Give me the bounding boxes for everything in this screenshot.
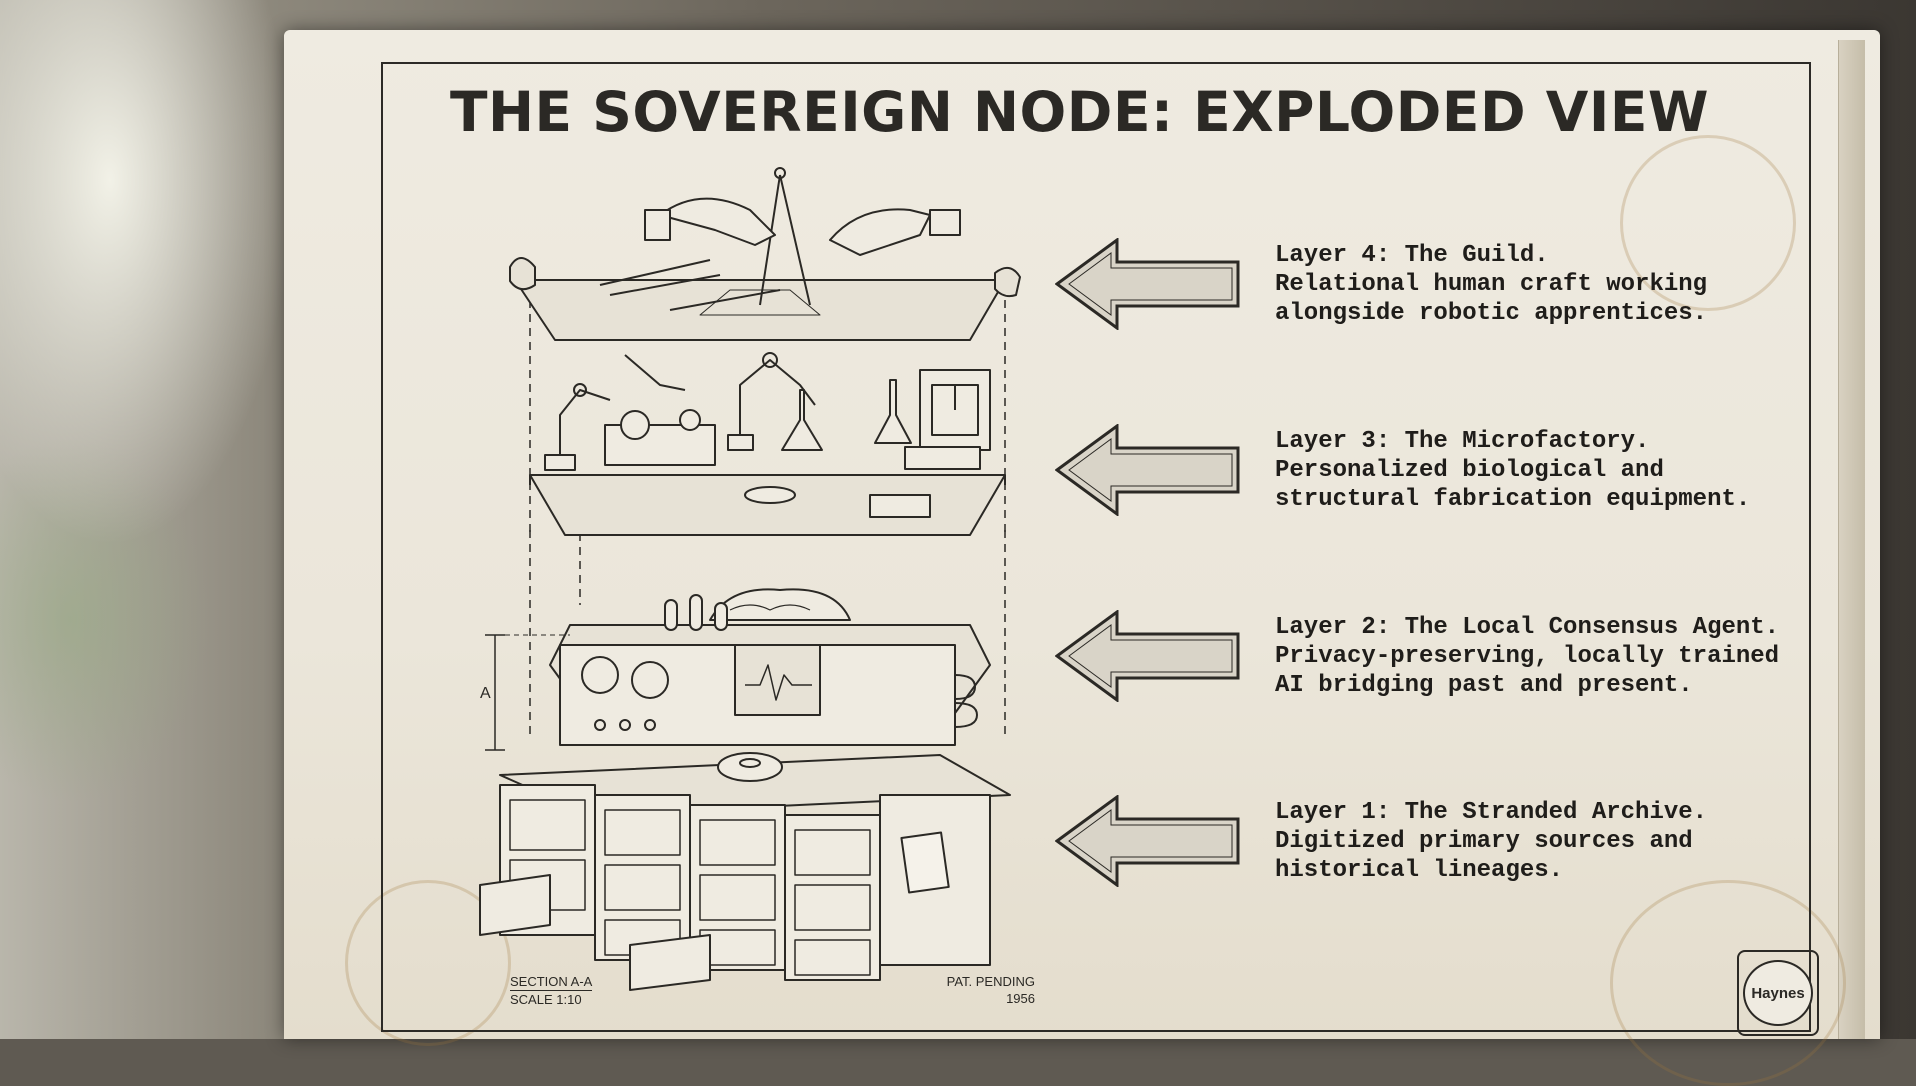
- robot-arm-icon: [544, 352, 816, 471]
- patent-label: PAT. PENDING: [946, 974, 1035, 989]
- drawing-frame: [381, 62, 1811, 1032]
- drafting-hands-icon: [509, 167, 1021, 341]
- arrow-left-icon: [1055, 795, 1240, 887]
- layer-line: Privacy-preserving, locally trained: [1275, 643, 1780, 670]
- layer-4-description: Layer 4: The Guild. Relational human cra…: [1275, 241, 1707, 328]
- haynes-logo: Haynes: [1737, 950, 1819, 1036]
- layer-line: alongside robotic apprentices.: [1275, 300, 1708, 327]
- brain-console-icon: [549, 588, 991, 746]
- layer-heading: Layer 1: The Stranded Archive.: [1275, 799, 1708, 826]
- arrow-left-icon: [1055, 610, 1240, 702]
- film-reel-icon: [717, 752, 783, 782]
- layer-2-description: Layer 2: The Local Consensus Agent. Priv…: [1275, 613, 1779, 700]
- section-stamp: SECTION A-A SCALE 1:10: [510, 973, 593, 1008]
- layer-line: Digitized primary sources and: [1275, 828, 1693, 855]
- layer-1-description: Layer 1: The Stranded Archive. Digitized…: [1275, 798, 1707, 885]
- layer-heading: Layer 4: The Guild.: [1275, 242, 1549, 269]
- layer-line: Relational human craft working: [1275, 271, 1708, 298]
- layer-line: historical lineages.: [1275, 857, 1564, 884]
- logo-text: Haynes: [1743, 960, 1813, 1026]
- section-label: SECTION A-A: [510, 974, 593, 991]
- patent-stamp: PAT. PENDING 1956: [940, 973, 1035, 1007]
- coffee-stain: [1620, 135, 1796, 311]
- layer-line: structural fabrication equipment.: [1275, 486, 1751, 513]
- layer-heading: Layer 3: The Microfactory.: [1275, 428, 1650, 455]
- page-title: THE SOVEREIGN NODE: EXPLODED VIEW: [450, 80, 1710, 144]
- microfactory-platform: [529, 352, 1006, 536]
- arrow-left-icon: [1055, 238, 1240, 330]
- patent-year: 1956: [1006, 991, 1035, 1006]
- exploded-view-illustration: A: [479, 167, 1021, 991]
- paper-edge: [1838, 40, 1865, 1039]
- scale-label: SCALE 1:10: [510, 992, 582, 1007]
- 3d-printer-icon: [904, 369, 991, 470]
- filing-cabinet-icon: [479, 754, 1011, 991]
- layer-line: Personalized biological and: [1275, 457, 1664, 484]
- layer-line: AI bridging past and present.: [1275, 672, 1693, 699]
- layer-3-description: Layer 3: The Microfactory. Personalized …: [1275, 427, 1750, 514]
- arrow-left-icon: [1055, 424, 1240, 516]
- layer-heading: Layer 2: The Local Consensus Agent.: [1275, 614, 1780, 641]
- dimension-label: A: [480, 685, 491, 702]
